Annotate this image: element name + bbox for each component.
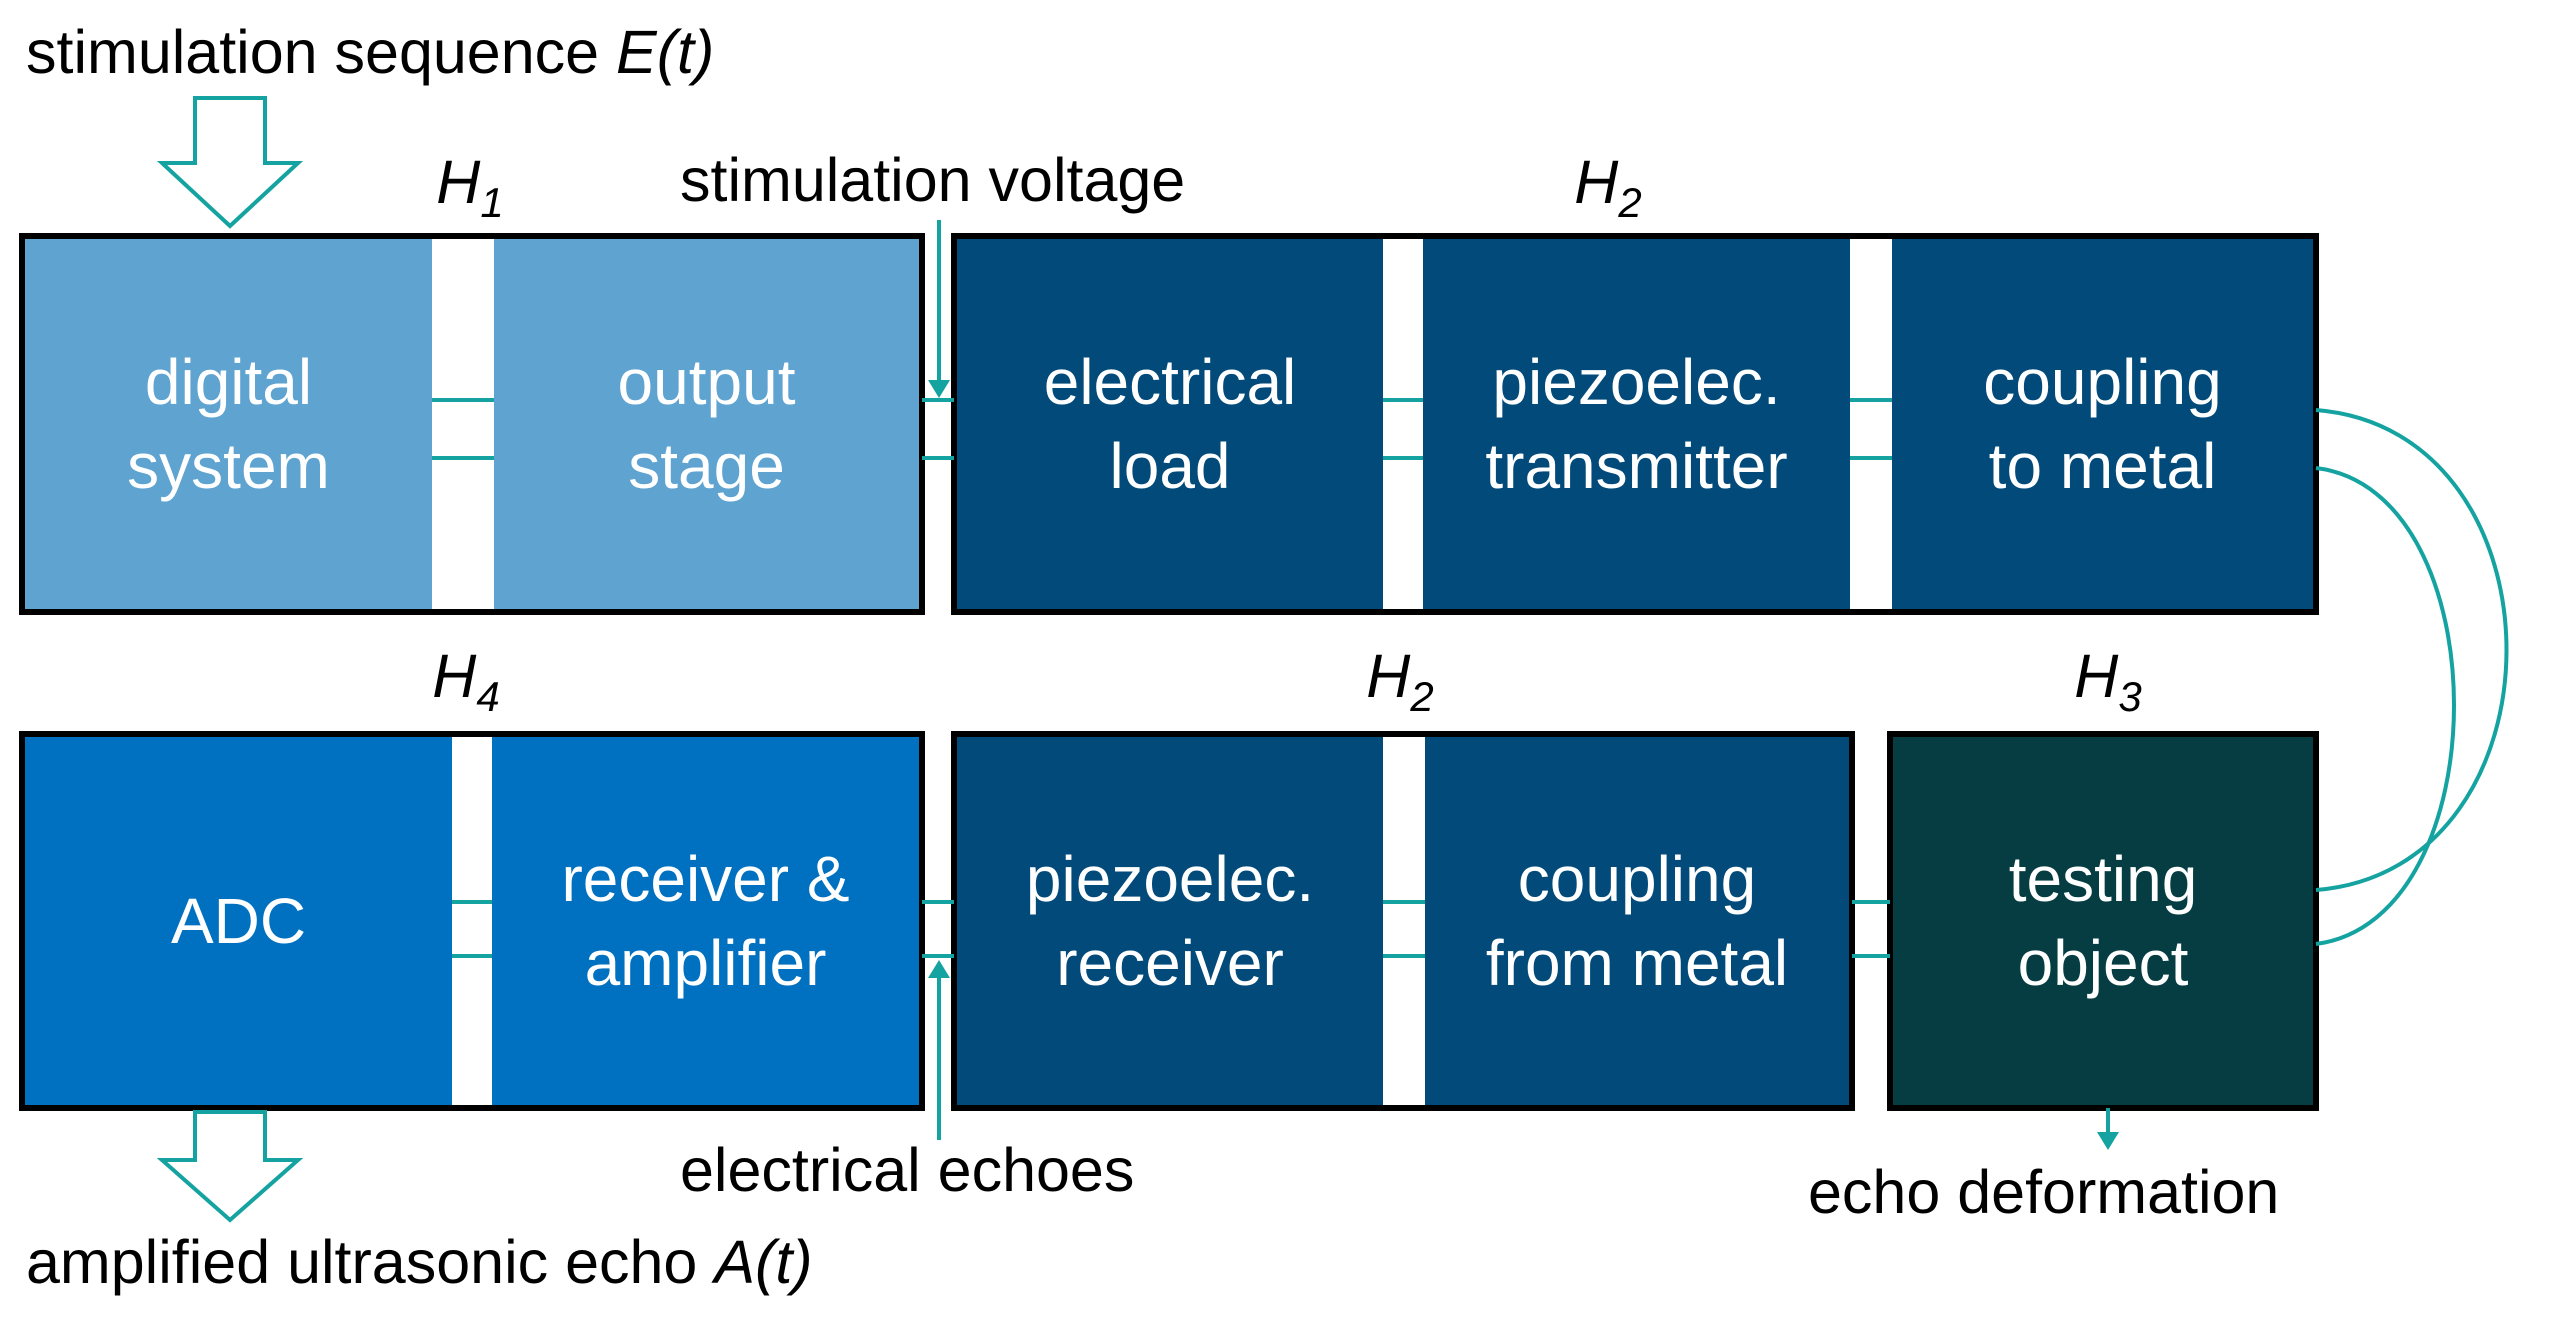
input-hollow-arrow bbox=[156, 96, 304, 229]
h1-gap bbox=[432, 239, 494, 609]
loop-outer bbox=[2315, 408, 2509, 892]
h4-group bbox=[19, 731, 925, 1111]
h2-top-gap-1 bbox=[1383, 239, 1423, 609]
output-hollow-arrow bbox=[156, 1110, 304, 1223]
h2-top-group bbox=[951, 233, 2319, 615]
h1-label: H1 bbox=[436, 148, 504, 226]
block-receiver-amplifier: receiver &amplifier bbox=[561, 843, 850, 999]
h2-bottom-group bbox=[951, 731, 1855, 1111]
echo-deformation-label: echo deformation bbox=[1808, 1158, 2280, 1226]
block-piezo-transmitter: piezoelec.transmitter bbox=[1485, 346, 1788, 502]
stimulation-sequence-label: stimulation sequence E(t) bbox=[26, 18, 715, 86]
amplified-echo-label: amplified ultrasonic echo A(t) bbox=[26, 1228, 813, 1296]
h3-frame bbox=[1887, 731, 2319, 1111]
h2-top-label: H2 bbox=[1574, 148, 1642, 226]
h2-bottom-label: H2 bbox=[1366, 642, 1434, 720]
h2-top-gap-2 bbox=[1850, 239, 1892, 609]
h3-label: H3 bbox=[2074, 642, 2142, 720]
h4-label: H4 bbox=[432, 642, 500, 720]
electrical-echoes-label: electrical echoes bbox=[680, 1136, 1135, 1204]
stimulation-voltage-label: stimulation voltage bbox=[680, 146, 1186, 214]
loop-inner bbox=[2315, 466, 2456, 946]
block-piezo-receiver: piezoelec.receiver bbox=[1025, 843, 1315, 999]
h1-group bbox=[19, 233, 925, 615]
h4-gap bbox=[452, 737, 492, 1105]
h3-group bbox=[1887, 731, 2319, 1111]
block-adc: ADC bbox=[170, 885, 307, 957]
h2-bottom-gap bbox=[1383, 737, 1425, 1105]
h2-top-frame bbox=[951, 233, 2319, 615]
